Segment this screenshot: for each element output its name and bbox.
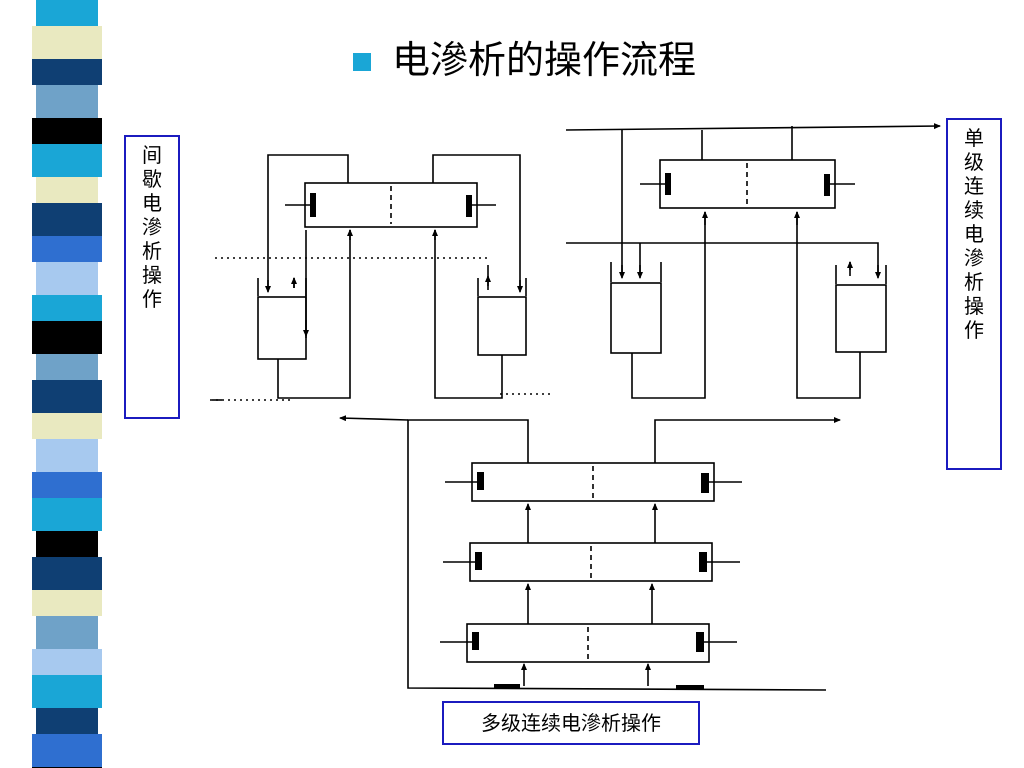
strip-block bbox=[32, 236, 102, 262]
strip-block bbox=[32, 557, 102, 590]
strip-block bbox=[32, 59, 102, 85]
strip-block bbox=[36, 531, 98, 557]
strip-block bbox=[32, 734, 102, 767]
label-single-continuous-operation: 单级连续电滲析操作 bbox=[946, 118, 1002, 470]
strip-block bbox=[36, 177, 98, 203]
decorative-color-strip bbox=[32, 0, 102, 768]
strip-block bbox=[36, 439, 98, 472]
single-continuous-diagram bbox=[565, 123, 941, 399]
intermittent-tank-left bbox=[257, 296, 307, 360]
strip-block bbox=[32, 144, 102, 177]
strip-block bbox=[32, 203, 102, 236]
strip-block bbox=[36, 0, 98, 26]
strip-block bbox=[32, 380, 102, 413]
strip-block bbox=[36, 354, 98, 380]
strip-block bbox=[32, 295, 102, 321]
strip-block bbox=[36, 85, 98, 118]
intermittent-tank-right bbox=[477, 296, 527, 356]
label-multi-continuous-operation: 多级连续电滲析操作 bbox=[442, 701, 700, 745]
strip-block bbox=[32, 472, 102, 498]
single-tank-left bbox=[610, 282, 662, 354]
strip-block bbox=[32, 118, 102, 144]
multi-continuous-diagram bbox=[339, 415, 841, 691]
title-bullet-icon bbox=[353, 53, 371, 71]
intermittent-diagram bbox=[210, 154, 550, 401]
label-intermittent-text: 间歇电滲析操作 bbox=[142, 143, 162, 311]
single-tank-right bbox=[835, 284, 887, 353]
flow-arrows bbox=[265, 211, 881, 337]
strip-block bbox=[36, 708, 98, 734]
strip-block bbox=[32, 649, 102, 675]
page-title: 电滲析的操作流程 bbox=[392, 38, 697, 82]
strip-block bbox=[32, 321, 102, 354]
strip-block bbox=[36, 616, 98, 649]
strip-block bbox=[36, 262, 98, 295]
strip-block bbox=[32, 675, 102, 708]
strip-block bbox=[32, 590, 102, 616]
label-single-continuous-text: 单级连续电滲析操作 bbox=[964, 126, 984, 342]
strip-block bbox=[32, 413, 102, 439]
strip-block bbox=[32, 498, 102, 531]
strip-block bbox=[32, 26, 102, 59]
label-intermittent-operation: 间歇电滲析操作 bbox=[124, 135, 180, 419]
